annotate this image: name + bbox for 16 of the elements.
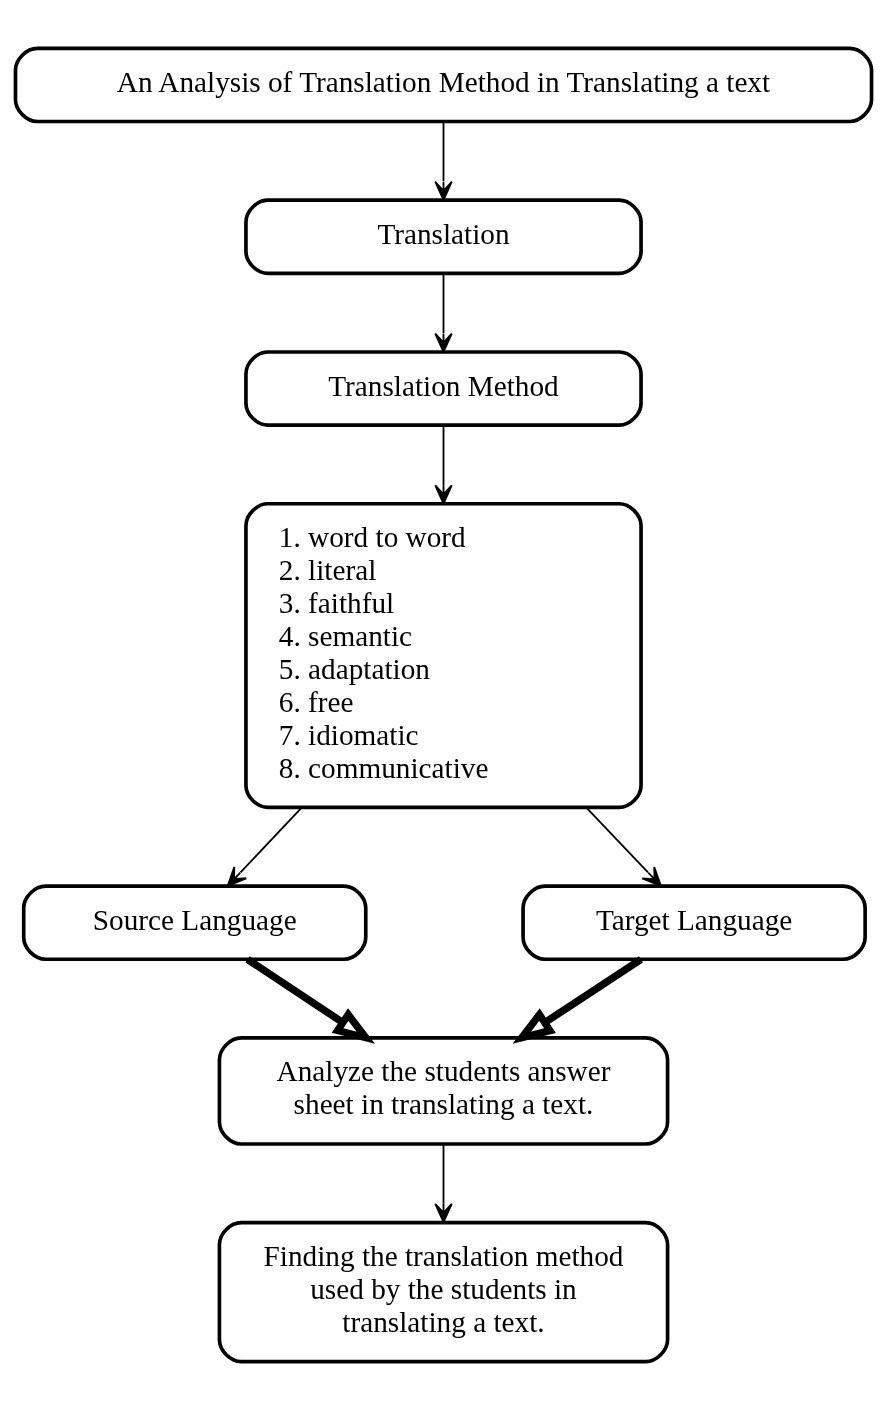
node-box: Analyze the students answer sheet in translating a text. xyxy=(217,1036,670,1146)
arrow xyxy=(585,806,662,887)
node-box: An Analysis of Translation Method in Translating a text xyxy=(13,46,874,124)
arrow xyxy=(434,1143,453,1223)
arrow xyxy=(245,956,376,1044)
node-box: Translation Method xyxy=(244,350,643,427)
arrow xyxy=(434,272,453,353)
arrow xyxy=(512,956,643,1044)
node-box: Target Language xyxy=(521,884,867,962)
arrow xyxy=(226,806,303,887)
arrow xyxy=(434,424,453,505)
node-box: Translation xyxy=(244,198,643,276)
node-box: Finding the translation method used by the students in translating a text. xyxy=(217,1220,670,1364)
node-box: Source Language xyxy=(21,884,368,962)
node-box: 1. word to word 2. literal 3. faithful 4. semantic 5. adaptation 6. free 7. idiomatic 8. communicative xyxy=(244,501,643,810)
arrow xyxy=(434,120,453,201)
